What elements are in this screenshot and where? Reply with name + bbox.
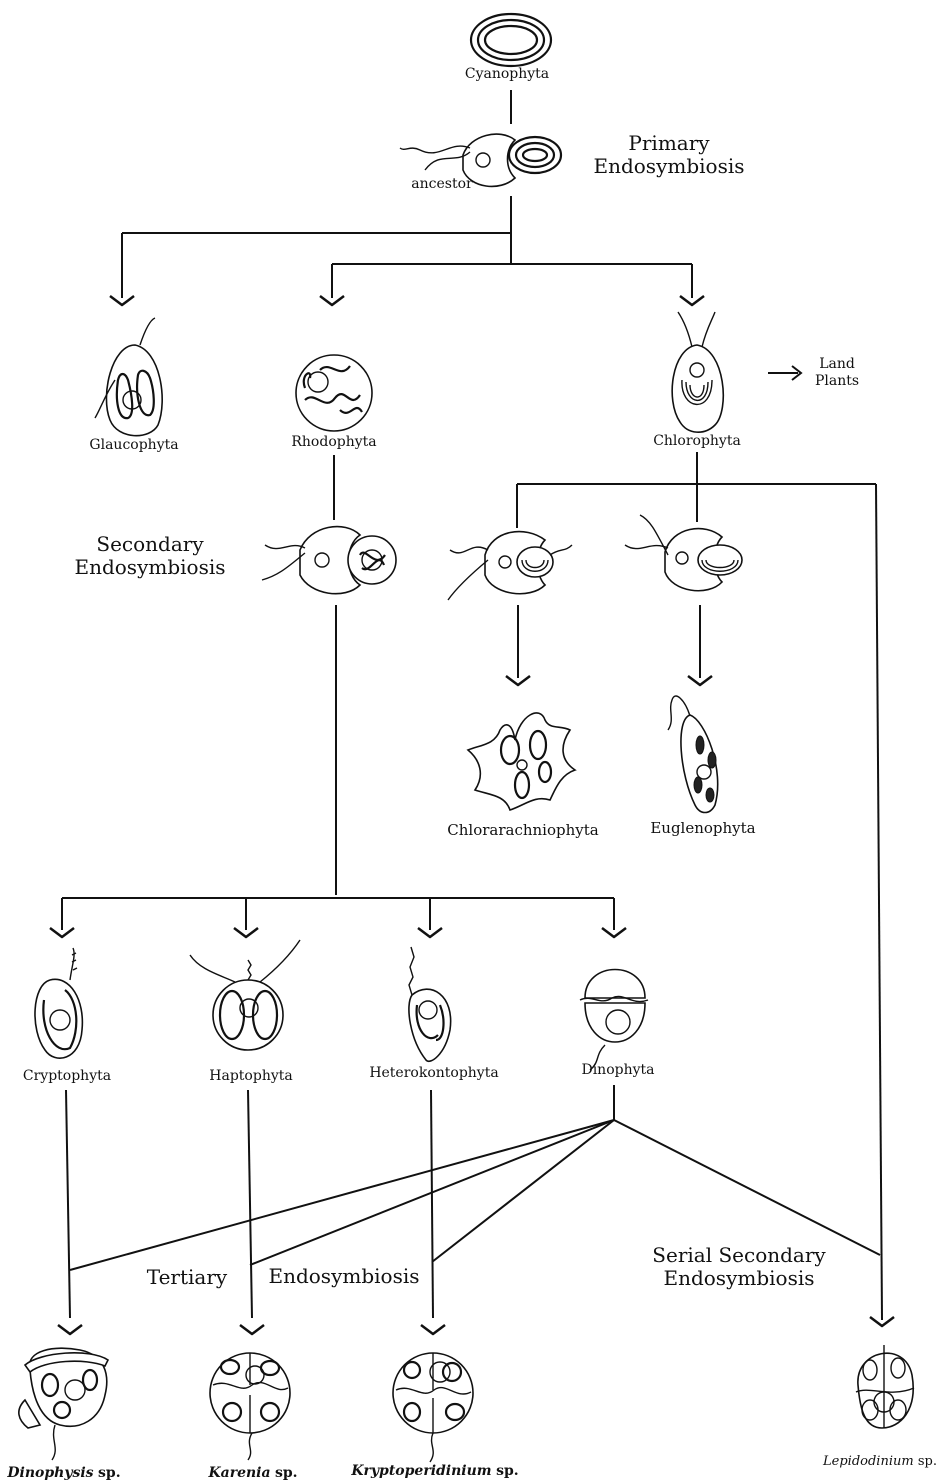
label-chlorarachniophyta: Chlorarachniophyta bbox=[447, 821, 599, 839]
secondary-green-cell-right-icon bbox=[624, 514, 743, 592]
arrowheads bbox=[49, 295, 895, 1336]
glaucophyte-icon bbox=[94, 317, 163, 437]
label-tertiary-endosymbiosis: Endosymbiosis bbox=[268, 1264, 419, 1288]
label-ancestor: ancestor bbox=[411, 176, 473, 192]
label-karenia: Karenia sp. bbox=[207, 1465, 297, 1481]
connector-lines bbox=[61, 90, 883, 1321]
label-land-line2: Plants bbox=[815, 373, 859, 389]
label-cryptophyta: Cryptophyta bbox=[23, 1068, 111, 1084]
label-kryptoperidinium: Kryptoperidinium sp. bbox=[350, 1463, 518, 1479]
label-glaucophyta: Glaucophyta bbox=[89, 437, 178, 453]
label-dinophyta: Dinophyta bbox=[581, 1062, 654, 1078]
label-cyanophyta: Cyanophyta bbox=[465, 66, 549, 82]
label-secondary-line1: Secondary bbox=[96, 532, 204, 556]
label-primary-line2: Endosymbiosis bbox=[593, 154, 744, 178]
label-haptophyta: Haptophyta bbox=[209, 1068, 292, 1084]
dinoflagellate-icon bbox=[579, 968, 649, 1071]
green-alga-icon bbox=[671, 311, 725, 433]
haptophyte-icon bbox=[189, 939, 301, 1051]
label-serial-line1: Serial Secondary bbox=[652, 1243, 826, 1267]
secondary-red-cell-icon bbox=[261, 525, 397, 595]
red-alga-icon bbox=[295, 354, 373, 432]
karenia-icon bbox=[209, 1352, 291, 1461]
labels: Cyanophyta ancestor Primary Endosymbiosi… bbox=[6, 66, 937, 1481]
label-dinophysis: Dinophysis sp. bbox=[6, 1465, 120, 1481]
euglenophyte-icon bbox=[667, 695, 719, 814]
heterokont-icon bbox=[408, 946, 452, 1062]
label-euglenophyta: Euglenophyta bbox=[650, 819, 755, 837]
lepidodinium-icon bbox=[855, 1345, 915, 1429]
label-primary-line1: Primary bbox=[628, 131, 710, 155]
cyanobacterium-icon bbox=[469, 12, 553, 68]
label-heterokontophyta: Heterokontophyta bbox=[369, 1065, 498, 1081]
label-secondary-line2: Endosymbiosis bbox=[74, 555, 225, 579]
label-lepidodinium: Lepidodinium sp. bbox=[822, 1454, 937, 1469]
cryptophyte-icon bbox=[34, 947, 84, 1059]
label-rhodophyta: Rhodophyta bbox=[291, 434, 376, 450]
secondary-green-cell-left-icon bbox=[447, 530, 573, 601]
label-serial-line2: Endosymbiosis bbox=[663, 1266, 814, 1290]
label-tertiary: Tertiary bbox=[147, 1265, 228, 1289]
label-chlorophyta: Chlorophyta bbox=[653, 433, 741, 449]
dinophysis-icon bbox=[18, 1347, 110, 1461]
ancestor-cell-icon bbox=[399, 133, 563, 188]
kryptoperidinium-icon bbox=[392, 1352, 474, 1463]
chlorarachniophyte-icon bbox=[466, 712, 577, 812]
label-land-line1: Land bbox=[819, 356, 855, 372]
